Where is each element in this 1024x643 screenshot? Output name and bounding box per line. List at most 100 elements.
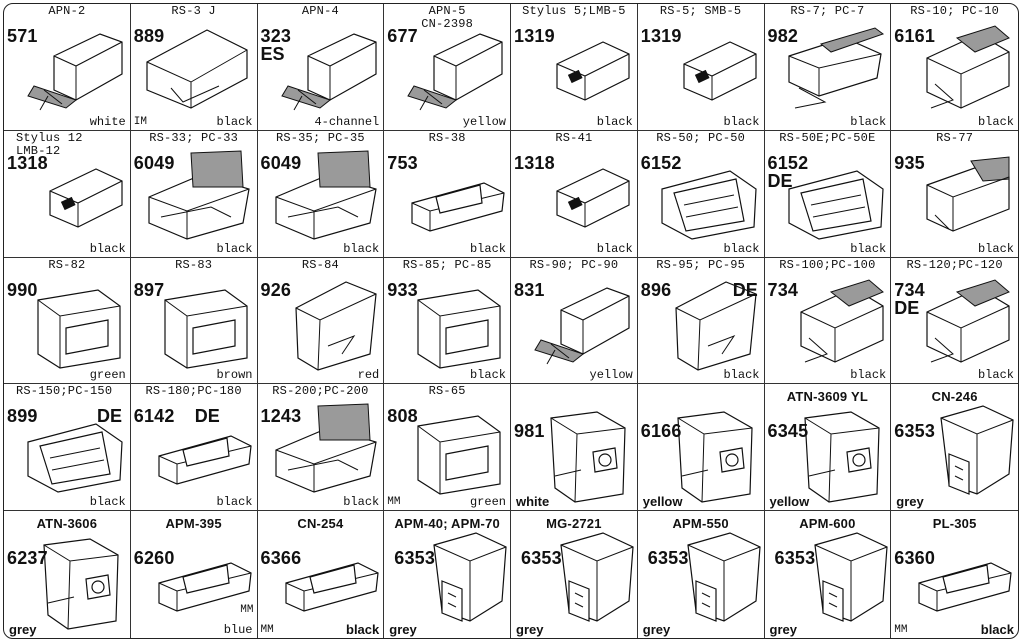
cartridge-type-note: MM <box>260 624 274 636</box>
replacement-code: 734 <box>767 279 799 300</box>
stylus-color: black <box>594 241 633 256</box>
replacement-code: 981 <box>514 421 545 442</box>
replacement-code: 6049 <box>133 152 175 173</box>
cartridge-illustration <box>787 170 884 240</box>
cartridge-illustration <box>534 286 630 364</box>
replacement-code: 734 <box>894 279 925 300</box>
stylus-color: grey <box>640 622 671 637</box>
replacement-code: 323 <box>260 26 292 46</box>
model-label: ATN-3606 <box>36 516 98 532</box>
stylus-color: black <box>721 368 760 383</box>
cartridge-illustration <box>556 41 630 101</box>
model-label: RS-38 <box>428 130 466 145</box>
stylus-color: black <box>848 368 887 383</box>
cartridge-illustration <box>148 150 250 240</box>
replacement-code: 6049 <box>260 152 302 173</box>
model-label: APM-40; APM-70 <box>394 516 500 532</box>
model-label: RS-3 J <box>171 4 216 18</box>
replacement-code: 1319 <box>514 26 555 46</box>
code-suffix: ES <box>260 44 285 64</box>
replacement-code: 6353 <box>521 548 562 569</box>
cartridge-illustration <box>294 280 377 371</box>
replacement-code: 6353 <box>774 548 816 569</box>
stylus-color: brown <box>214 368 253 383</box>
model-label: RS-77 <box>936 130 974 145</box>
replacement-code: 1243 <box>260 406 302 427</box>
model-label: APM-600 <box>799 516 856 532</box>
cartridge-type-note: MM <box>894 624 908 636</box>
stylus-color: black <box>721 114 760 129</box>
stylus-cell: RS-100;PC-100 734 black <box>764 257 892 385</box>
replacement-code: 6353 <box>394 548 436 569</box>
model-label: RS-100;PC-100 <box>779 257 876 272</box>
model-label: ATN-3609 YL <box>786 389 868 405</box>
model-label: RS-41 <box>555 130 593 145</box>
replacement-code: 897 <box>133 279 165 300</box>
replacement-code: 6360 <box>894 548 936 569</box>
cartridge-illustration <box>417 288 501 369</box>
replacement-code: 6166 <box>640 421 682 442</box>
stylus-color: black <box>467 241 506 256</box>
stylus-color: grey <box>514 622 544 637</box>
model-label: RS-65 <box>428 384 466 399</box>
model-label: RS-35; PC-35 <box>275 130 365 145</box>
stylus-color: black <box>214 495 253 510</box>
stylus-color: green <box>467 495 506 510</box>
cartridge-illustration <box>158 435 252 486</box>
replacement-code: 6260 <box>133 548 175 569</box>
stylus-color: black <box>978 622 1014 637</box>
replacement-code: 926 <box>260 279 292 300</box>
model-label: Stylus 12 LMB-12 <box>16 130 83 158</box>
replacement-code: 6366 <box>260 548 302 569</box>
replacement-code: 571 <box>7 26 38 46</box>
stylus-color: 4-channel <box>312 114 380 129</box>
stylus-color: black <box>467 368 506 383</box>
code-suffix: DE <box>97 406 123 427</box>
model-label: RS-50; PC-50 <box>656 130 746 145</box>
stylus-color: black <box>214 241 253 256</box>
cartridge-illustration <box>550 411 626 504</box>
stylus-color: grey <box>7 622 37 637</box>
model-label: CN-246 <box>931 389 978 405</box>
stylus-color: black <box>594 114 633 129</box>
model-label: APM-550 <box>672 516 729 532</box>
stylus-color: black <box>344 622 380 637</box>
cartridge-type-note: IM <box>133 115 147 128</box>
stylus-color: black <box>848 114 887 129</box>
stylus-cell: APM-40; APM-70 6353 grey <box>384 511 511 638</box>
stylus-color: black <box>721 241 760 256</box>
model-label: RS-33; PC-33 <box>149 130 239 145</box>
model-label: RS-120;PC-120 <box>906 257 1003 272</box>
cartridge-illustration <box>417 415 501 496</box>
replacement-code: 677 <box>387 26 418 46</box>
cartridge-illustration <box>556 168 630 228</box>
cartridge-type-note: MM <box>387 496 401 509</box>
stylus-cell: RS-33; PC-33 6049 black <box>130 130 258 258</box>
cartridge-illustration <box>677 411 753 504</box>
replacement-code: 753 <box>387 152 418 173</box>
cartridge-type-note: MM <box>240 604 254 616</box>
replacement-code: 808 <box>387 406 418 427</box>
stylus-color: yellow <box>767 494 810 510</box>
stylus-color: grey <box>387 622 417 637</box>
stylus-color: black <box>214 114 253 129</box>
replacement-code: 982 <box>767 26 799 46</box>
model-label: APN-4 <box>301 4 339 18</box>
replacement-code: 831 <box>514 279 545 300</box>
model-label: RS-85; PC-85 <box>402 257 492 272</box>
stylus-color: black <box>341 495 380 510</box>
